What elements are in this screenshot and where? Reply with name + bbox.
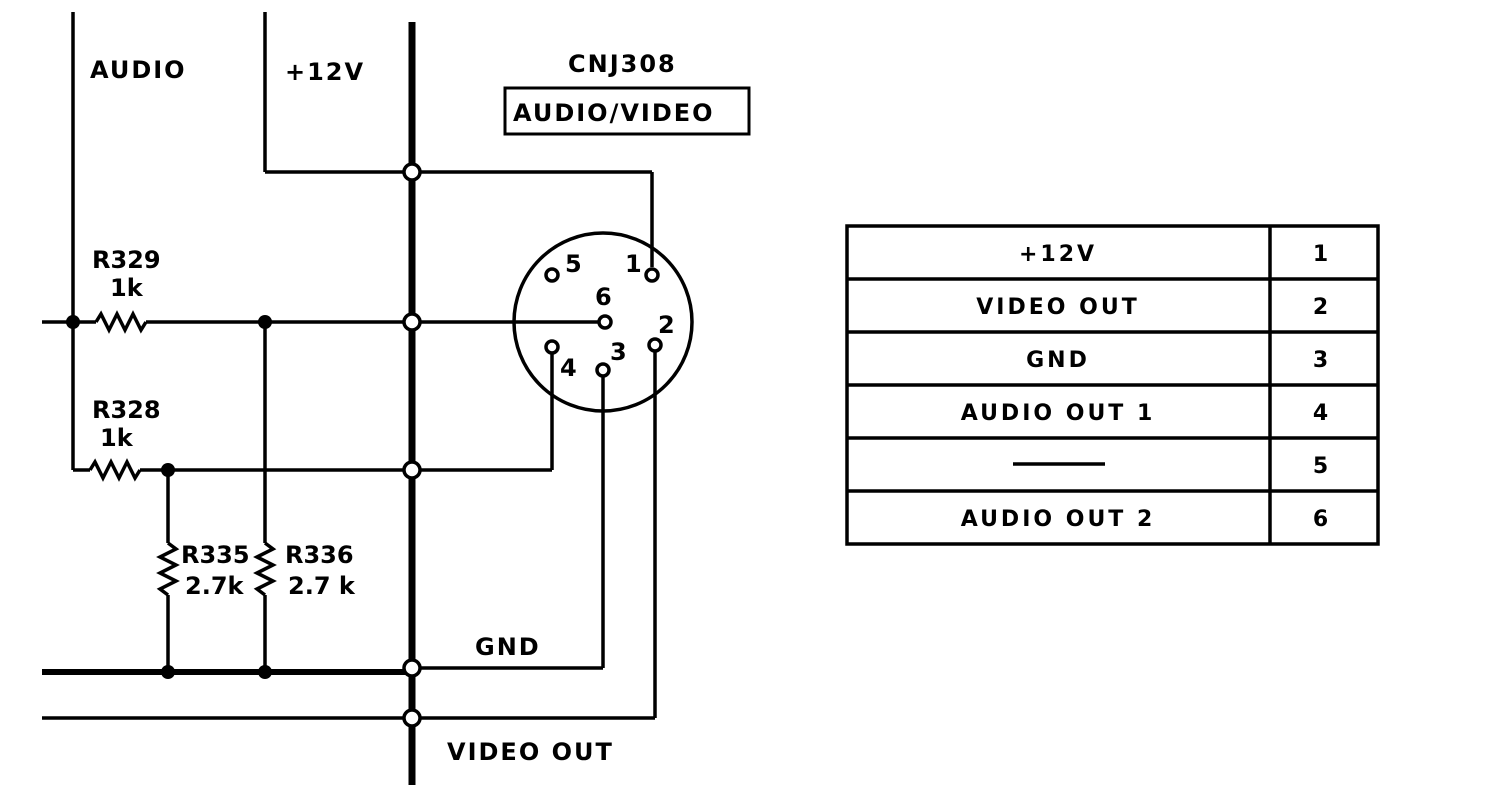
table-pin-6: 6 — [1313, 507, 1331, 532]
r329-ref: R329 — [92, 246, 161, 274]
r335-value: 2.7k — [185, 572, 245, 600]
pin-label-6: 6 — [595, 283, 612, 311]
pin-label-2: 2 — [658, 311, 675, 339]
pin-table-rows: +12V 1 VIDEO OUT 2 GND 3 AUDIO OUT 1 4 5… — [961, 242, 1331, 532]
gnd-line — [42, 372, 605, 675]
pin-label-1: 1 — [625, 250, 642, 278]
connector-ref: CNJ308 — [568, 50, 677, 78]
table-pin-1: 1 — [1313, 242, 1331, 267]
r336-value: 2.7 k — [288, 572, 356, 600]
connector-name-box — [503, 86, 751, 136]
r329-value: 1k — [110, 274, 144, 302]
audio-label: AUDIO — [90, 56, 187, 84]
plus12v-wire — [263, 12, 654, 267]
bus-nodes — [402, 162, 422, 728]
r328-ref: R328 — [92, 396, 161, 424]
pin-label-3: 3 — [610, 338, 627, 366]
r328-value: 1k — [100, 424, 134, 452]
r335-resistor — [156, 470, 180, 672]
table-pin-4: 4 — [1313, 401, 1331, 426]
gnd-label: GND — [475, 633, 541, 661]
pin-table — [845, 224, 1380, 546]
connector-name: AUDIO/VIDEO — [513, 99, 715, 127]
table-signal-3: GND — [1026, 348, 1090, 373]
table-pin-3: 3 — [1313, 348, 1331, 373]
video-out-label: VIDEO OUT — [447, 738, 614, 766]
plus12v-label: +12V — [285, 58, 365, 86]
din-connector — [512, 231, 694, 413]
r336-ref: R336 — [285, 541, 354, 569]
table-pin-5: 5 — [1313, 454, 1331, 479]
table-signal-4: AUDIO OUT 1 — [961, 401, 1156, 426]
r336-resistor — [253, 322, 277, 672]
pin-label-5: 5 — [565, 250, 582, 278]
junction-dots — [66, 315, 272, 679]
r329-line — [42, 310, 605, 334]
pin-label-4: 4 — [560, 354, 577, 382]
table-signal-6: AUDIO OUT 2 — [961, 507, 1156, 532]
video-out-line — [42, 350, 657, 720]
connector-pin-holes — [544, 267, 663, 378]
table-signal-2: VIDEO OUT — [976, 295, 1139, 320]
table-signal-1: +12V — [1019, 242, 1097, 267]
r335-ref: R335 — [181, 541, 250, 569]
r328-line — [73, 350, 554, 482]
table-pin-2: 2 — [1313, 295, 1331, 320]
